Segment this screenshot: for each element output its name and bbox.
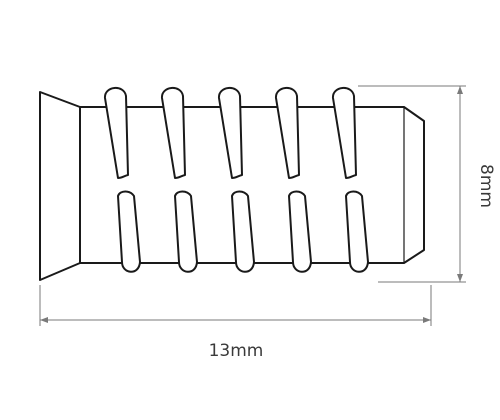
diameter-arrow-bottom xyxy=(457,274,463,282)
diameter-label: 8mm xyxy=(476,164,496,208)
thread-upper-2 xyxy=(161,87,186,179)
thread-lower-3 xyxy=(231,190,255,273)
length-dimension: 13mm xyxy=(39,285,432,361)
diameter-dimension: 8mm xyxy=(358,85,496,283)
length-label: 13mm xyxy=(209,341,264,361)
thread-upper-5 xyxy=(332,87,357,179)
thread-lower-5 xyxy=(345,190,369,273)
thread-turns-lower xyxy=(117,190,369,273)
thread-upper-1 xyxy=(104,87,129,179)
thread-lower-2 xyxy=(174,190,198,273)
thread-turns-upper xyxy=(104,87,357,179)
length-arrow-right xyxy=(423,317,431,323)
diameter-arrow-top xyxy=(457,86,463,94)
thread-upper-4 xyxy=(275,87,300,179)
thread-lower-4 xyxy=(288,190,312,273)
insert-head xyxy=(39,91,81,281)
thread-upper-3 xyxy=(218,87,243,179)
length-arrow-left xyxy=(40,317,48,323)
thread-lower-1 xyxy=(117,190,141,273)
insert-body xyxy=(79,106,425,264)
